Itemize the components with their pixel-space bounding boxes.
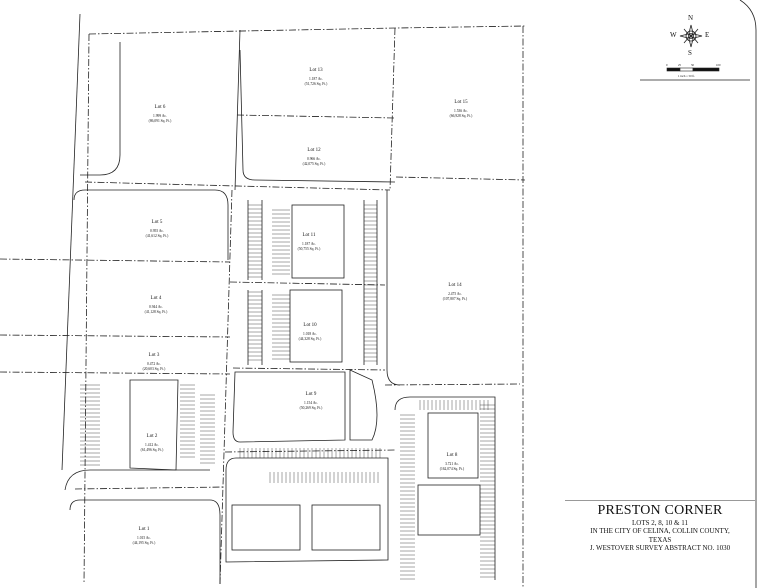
lot-area: 2.475 Ac. xyxy=(448,292,462,297)
lot-label: Lot 13 1.187 Ac.(51,726 Sq. Ft.) xyxy=(305,68,328,86)
lot-name: Lot 1 xyxy=(138,527,150,532)
project-title: PRESTON CORNER xyxy=(597,503,723,518)
lot-sqft: (61,496 Sq. Ft.) xyxy=(140,447,164,452)
lot-name: Lot 13 xyxy=(309,68,323,73)
lot-name: Lot 14 xyxy=(448,283,462,288)
scale-tick: 100 xyxy=(716,63,721,67)
lot-label: Lot 12 0.966 Ac.(42,075 Sq. Ft.) xyxy=(303,148,326,166)
lot-area: 0.955 Ac. xyxy=(150,229,164,234)
title-line: TEXAS xyxy=(648,535,672,544)
lot-label: Lot 5 0.955 Ac.(41,612 Sq. Ft.) xyxy=(146,220,169,238)
scale-tick: 0 xyxy=(666,63,668,67)
lot-name: Lot 8 xyxy=(446,453,458,458)
lot-label: Lot 10 1.018 Ac.(44,328 Sq. Ft.) xyxy=(299,323,322,341)
lot-sqft: (44,328 Sq. Ft.) xyxy=(298,336,322,341)
lot-sqft: (66,928 Sq. Ft.) xyxy=(449,113,473,118)
lot-name: Lot 12 xyxy=(307,148,321,153)
lot-area: 3.721 Ac. xyxy=(445,462,459,467)
title-line: J. WESTOVER SURVEY ABSTRACT NO. 1030 xyxy=(589,544,731,553)
lot-label: Lot 9 1.154 Ac.(50,269 Sq. Ft.) xyxy=(300,392,323,410)
curbs-and-buildings xyxy=(61,0,757,588)
lot-name: Lot 4 xyxy=(150,296,162,301)
lot-sqft: (50,755 Sq. Ft.) xyxy=(297,246,321,251)
lot-sqft: (42,075 Sq. Ft.) xyxy=(302,161,326,166)
lot-area: 1.412 Ac. xyxy=(145,443,159,448)
lot-area: 1.536 Ac. xyxy=(454,109,468,114)
lot-sqft: (41,612 Sq. Ft.) xyxy=(145,233,169,238)
lot-area: 1.018 Ac. xyxy=(303,332,317,337)
compass-south: S xyxy=(688,49,692,57)
scale-bar xyxy=(666,67,720,72)
lot-name: Lot 6 xyxy=(154,105,166,110)
title-line: LOTS 2, 8, 10 & 11 xyxy=(632,519,688,527)
lot-label: Lot 4 0.944 Ac.(41,128 Sq. Ft.) xyxy=(145,296,168,314)
lot-label: Lot 11 1.187 Ac.(50,755 Sq. Ft.) xyxy=(298,233,321,251)
scale-label: 1 inch = 50 ft. xyxy=(678,74,695,78)
lot-area: 1.154 Ac. xyxy=(304,401,318,406)
scale-tick: 50 xyxy=(691,63,694,67)
lot-name: Lot 9 xyxy=(305,392,317,397)
lot-label: Lot 3 0.472 Ac.(20,603 Sq. Ft.) xyxy=(143,353,166,371)
lot-sqft: (50,269 Sq. Ft.) xyxy=(299,405,323,410)
lot-name: Lot 11 xyxy=(302,233,316,238)
lot-name: Lot 5 xyxy=(151,220,163,225)
lot-label: Lot 14 2.475 Ac.(107,807 Sq. Ft.) xyxy=(443,283,467,301)
lot-label: Lot 6 1.999 Ac.(86,091 Sq. Ft.) xyxy=(149,105,172,123)
lot-area: 0.472 Ac. xyxy=(147,362,161,367)
lot-label: Lot 2 1.412 Ac.(61,496 Sq. Ft.) xyxy=(141,434,164,452)
lot-sqft: (41,128 Sq. Ft.) xyxy=(144,309,168,314)
lot-name: Lot 3 xyxy=(148,353,160,358)
compass-rose-icon xyxy=(679,24,703,48)
lot-sqft: (107,807 Sq. Ft.) xyxy=(442,296,468,301)
lot-area: 0.944 Ac. xyxy=(149,305,163,310)
scale-tick: 25 xyxy=(678,63,681,67)
lot-label: Lot 1 1.015 Ac.(44,195 Sq. Ft.) xyxy=(133,527,156,545)
parking-stalls xyxy=(80,204,495,580)
lot-sqft: (162,074 Sq. Ft.) xyxy=(439,466,465,471)
lot-sqft: (86,091 Sq. Ft.) xyxy=(148,118,172,123)
lot-label: Lot 8 3.721 Ac.(162,074 Sq. Ft.) xyxy=(440,453,464,471)
compass-east: E xyxy=(705,31,710,39)
compass-north: N xyxy=(688,14,694,22)
lot-sqft: (51,726 Sq. Ft.) xyxy=(304,81,328,86)
title-block: PRESTON CORNER LOTS 2, 8, 10 & 11 IN THE… xyxy=(565,500,755,553)
lot-area: 1.187 Ac. xyxy=(309,77,323,82)
lot-name: Lot 10 xyxy=(303,323,317,328)
compass-west: W xyxy=(670,31,677,39)
lot-name: Lot 15 xyxy=(454,100,468,105)
lot-area: 1.999 Ac. xyxy=(153,114,167,119)
lot-name: Lot 2 xyxy=(146,434,158,439)
lot-area: 1.015 Ac. xyxy=(137,536,151,541)
lot-area: 0.966 Ac. xyxy=(307,157,321,162)
title-line: IN THE CITY OF CELINA, COLLIN COUNTY, xyxy=(590,527,730,536)
lot-sqft: (44,195 Sq. Ft.) xyxy=(132,540,156,545)
lot-area: 1.187 Ac. xyxy=(302,242,316,247)
lot-boundaries xyxy=(0,25,526,588)
lot-label: Lot 15 1.536 Ac.(66,928 Sq. Ft.) xyxy=(450,100,473,118)
lot-sqft: (20,603 Sq. Ft.) xyxy=(142,366,166,371)
